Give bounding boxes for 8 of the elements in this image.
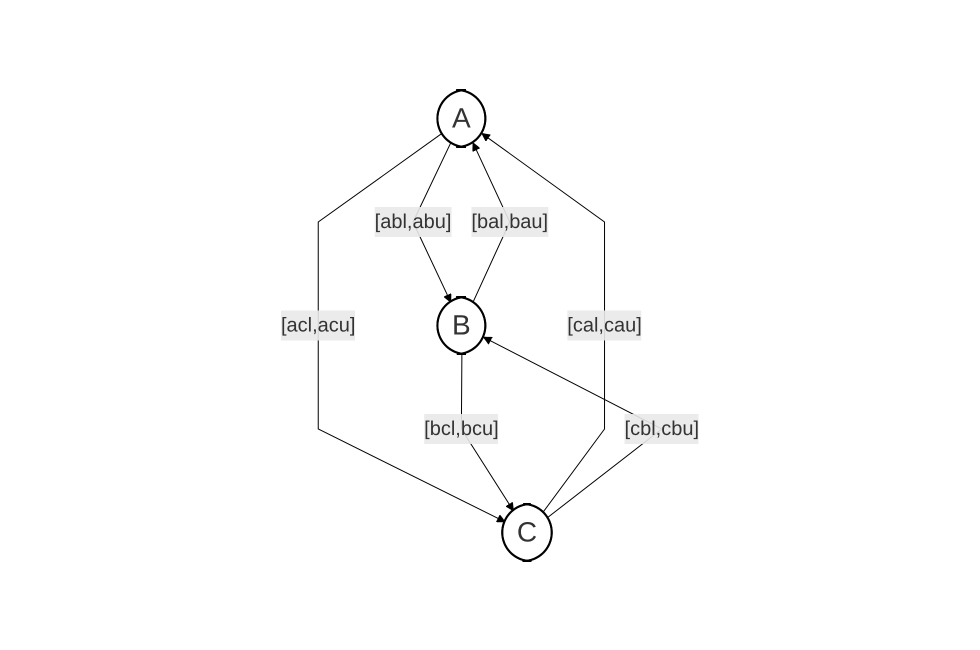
- arrow: [318, 132, 506, 522]
- edge-label: [cal,cau]: [567, 314, 642, 336]
- arrow: [481, 132, 606, 512]
- edge-label: [cbl,cbu]: [624, 417, 699, 440]
- edge-label: [bal,bau]: [471, 210, 548, 232]
- edge-label: [acl,acu]: [280, 314, 356, 336]
- edge-label: [abl,abu]: [374, 210, 452, 232]
- edge-label: [bcl,bcu]: [424, 417, 499, 440]
